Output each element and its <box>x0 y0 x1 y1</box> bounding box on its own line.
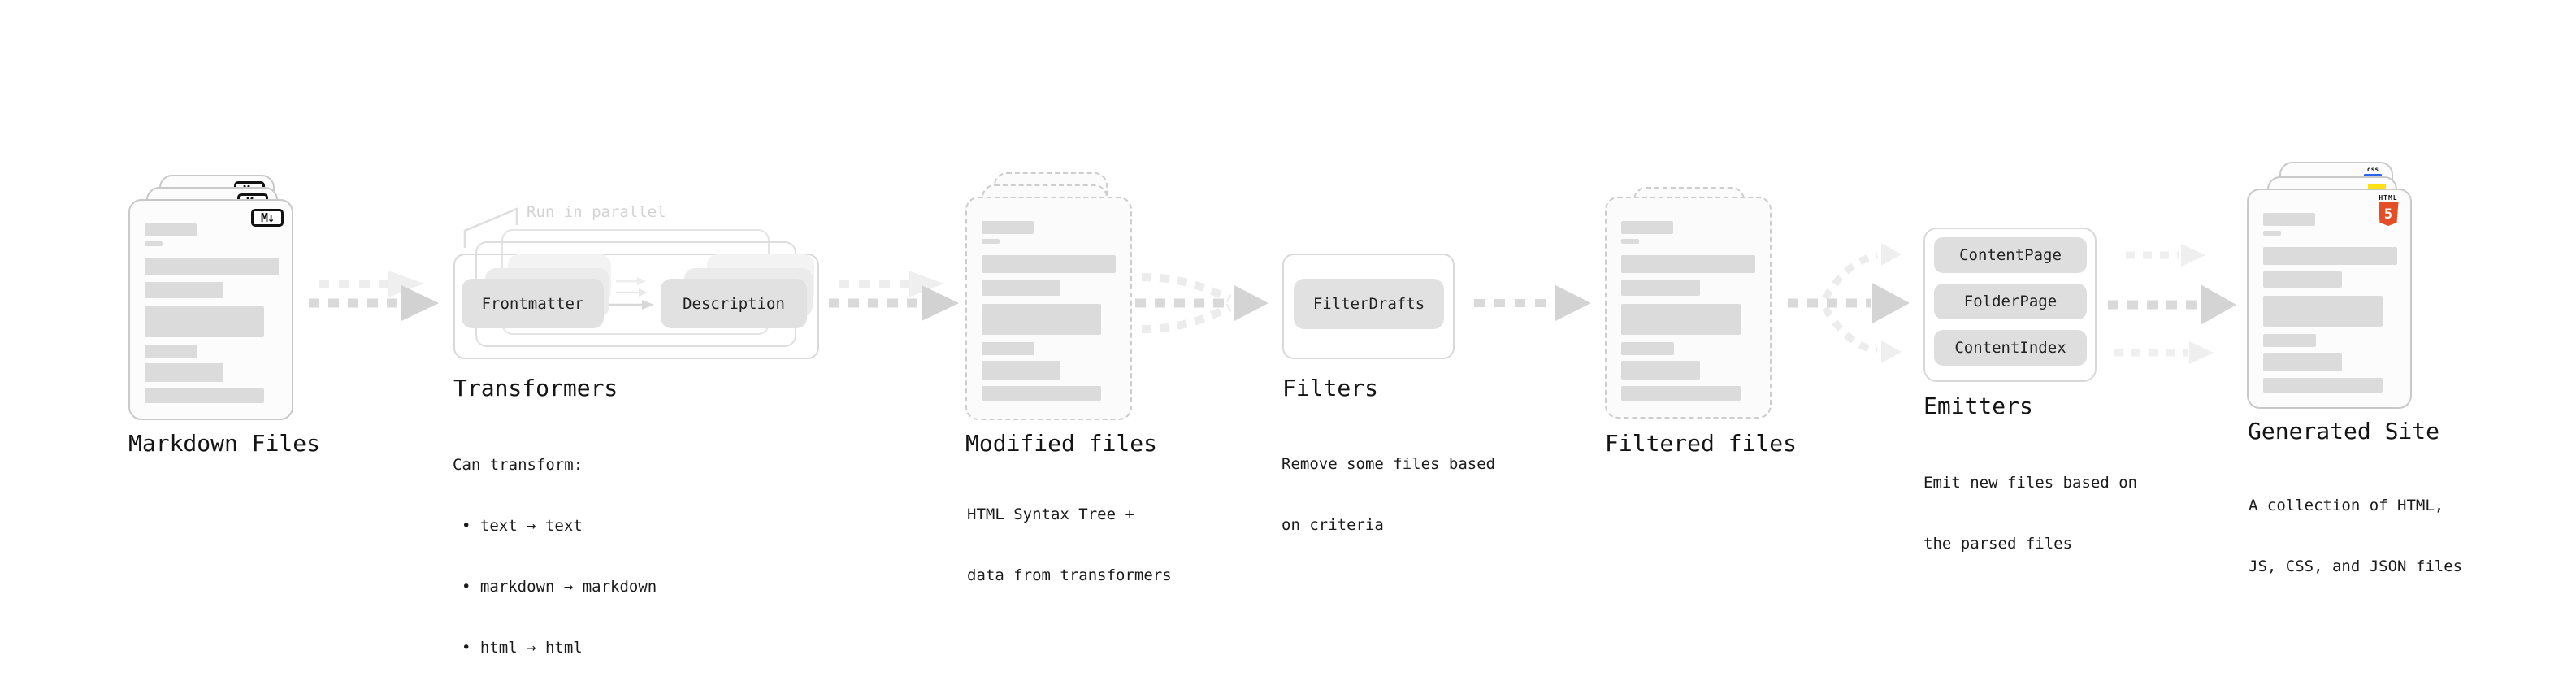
modified-files-description: HTML Syntax Tree + data from transformer… <box>967 464 1172 627</box>
stage-label-filtered-files: Filtered files <box>1605 430 1798 457</box>
content-bar <box>2263 247 2397 265</box>
content-bar <box>145 258 279 275</box>
content-bar <box>2263 213 2315 226</box>
emitters-description: Emit new files based on the parsed files <box>1923 432 2137 595</box>
css-underline <box>2364 174 2382 176</box>
content-bar <box>1621 239 1639 244</box>
js-file-icon <box>2368 184 2386 193</box>
css-label: css <box>2366 166 2379 173</box>
parallel-arrows-icon <box>609 277 654 310</box>
transformers-description: Can transform: • text → text • markdown … <box>453 414 657 681</box>
stage-label-filters: Filters <box>1282 375 1379 401</box>
flow-arrow-modified-to-filters-merge <box>1135 273 1268 333</box>
filters-description: Remove some files based on criteria <box>1281 414 1495 576</box>
modified-document-front <box>965 197 1132 420</box>
content-bar <box>982 304 1101 335</box>
content-bar <box>2263 231 2281 236</box>
emitter-chip-folderpage: FolderPage <box>1934 284 2087 319</box>
content-bar <box>982 255 1116 273</box>
transformer-chip-description: Description <box>661 279 807 328</box>
content-bar <box>145 388 264 403</box>
doc-content-bars <box>2263 213 2397 393</box>
content-bar <box>982 361 1060 380</box>
html5-icon: HTML 5 <box>2376 194 2400 226</box>
generated-document-html: HTML 5 <box>2247 189 2412 409</box>
transformers-group-front <box>453 254 819 359</box>
content-bar <box>1621 221 1673 234</box>
stage-label-markdown-files: Markdown Files <box>128 430 321 457</box>
generated-site-stack: css HTML 5 <box>2247 151 2412 410</box>
run-in-parallel-note: Run in parallel <box>527 203 666 221</box>
emitter-chip-contentpage: ContentPage <box>1934 237 2087 273</box>
sub-line: Emit new files based on <box>1923 474 2138 492</box>
doc-content-bars <box>145 223 279 403</box>
content-bar <box>2263 334 2316 347</box>
sub-line: the parsed files <box>1923 535 2073 553</box>
content-bar <box>1621 386 1741 401</box>
filter-chip-filterdrafts: FilterDrafts <box>1294 279 1444 329</box>
content-bar <box>1621 304 1741 335</box>
stage-label-modified-files: Modified files <box>965 430 1158 457</box>
content-bar <box>982 342 1034 355</box>
sub-line: Remove some files based <box>1281 455 1496 473</box>
sub-line: data from transformers <box>967 566 1172 584</box>
content-bar <box>2263 271 2342 288</box>
callout-leader-line <box>463 207 518 248</box>
content-bar <box>2263 296 2383 327</box>
doc-content-bars <box>982 221 1116 401</box>
content-bar <box>145 282 223 298</box>
markdown-icon: M↓ <box>251 209 284 227</box>
bullet-line: • text → text <box>462 517 583 535</box>
content-bar <box>145 223 197 236</box>
css-file-icon: css <box>2364 167 2382 176</box>
emitter-chip-contentindex: ContentIndex <box>1934 330 2087 366</box>
filtered-document-front <box>1605 197 1772 419</box>
flow-arrow-filtered-to-emitters-fork <box>1788 243 1910 363</box>
sub-line: A collection of HTML, <box>2249 497 2444 514</box>
content-bar <box>1621 361 1700 380</box>
modified-files-stack <box>965 160 1132 420</box>
markdown-document-front: M↓ <box>128 199 293 420</box>
sub-line: HTML Syntax Tree + <box>967 505 1134 523</box>
content-bar <box>982 280 1060 296</box>
content-bar <box>1621 280 1700 296</box>
flow-arrow-transformers-to-modified <box>829 271 959 321</box>
markdown-files-stack: M↓ M↓ M↓ <box>128 162 293 420</box>
content-bar <box>1621 342 1674 355</box>
sub-line: on criteria <box>1281 516 1384 534</box>
flow-arrow-filters-to-filtered <box>1474 285 1591 321</box>
doc-content-bars <box>1621 221 1755 401</box>
content-bar <box>145 306 264 337</box>
sub-line: Can transform: <box>453 456 583 474</box>
content-bar <box>2263 353 2342 371</box>
sub-line: JS, CSS, and JSON files <box>2249 557 2463 575</box>
content-bar <box>982 221 1034 234</box>
stage-label-generated-site: Generated Site <box>2248 418 2440 445</box>
bullet-line: • markdown → markdown <box>462 578 657 596</box>
html5-label: HTML <box>2379 194 2398 202</box>
stage-label-emitters: Emitters <box>1923 393 2033 419</box>
content-bar <box>2263 378 2383 393</box>
content-bar <box>1621 255 1755 273</box>
content-bar <box>145 363 223 382</box>
bullet-line: • html → html <box>462 639 583 657</box>
html5-shield: 5 <box>2378 202 2399 226</box>
flow-arrow-markdown-to-transformers <box>309 271 439 321</box>
stage-label-transformers: Transformers <box>453 375 618 401</box>
content-bar <box>982 239 1000 244</box>
content-bar <box>145 241 163 246</box>
content-bar <box>982 386 1101 401</box>
transformer-chip-frontmatter: Frontmatter <box>462 279 604 328</box>
generated-site-description: A collection of HTML, JS, CSS, and JSON … <box>2249 455 2462 618</box>
filtered-files-stack <box>1605 160 1772 419</box>
flow-arrow-emitters-to-generated <box>2108 244 2236 364</box>
content-bar <box>145 345 197 358</box>
